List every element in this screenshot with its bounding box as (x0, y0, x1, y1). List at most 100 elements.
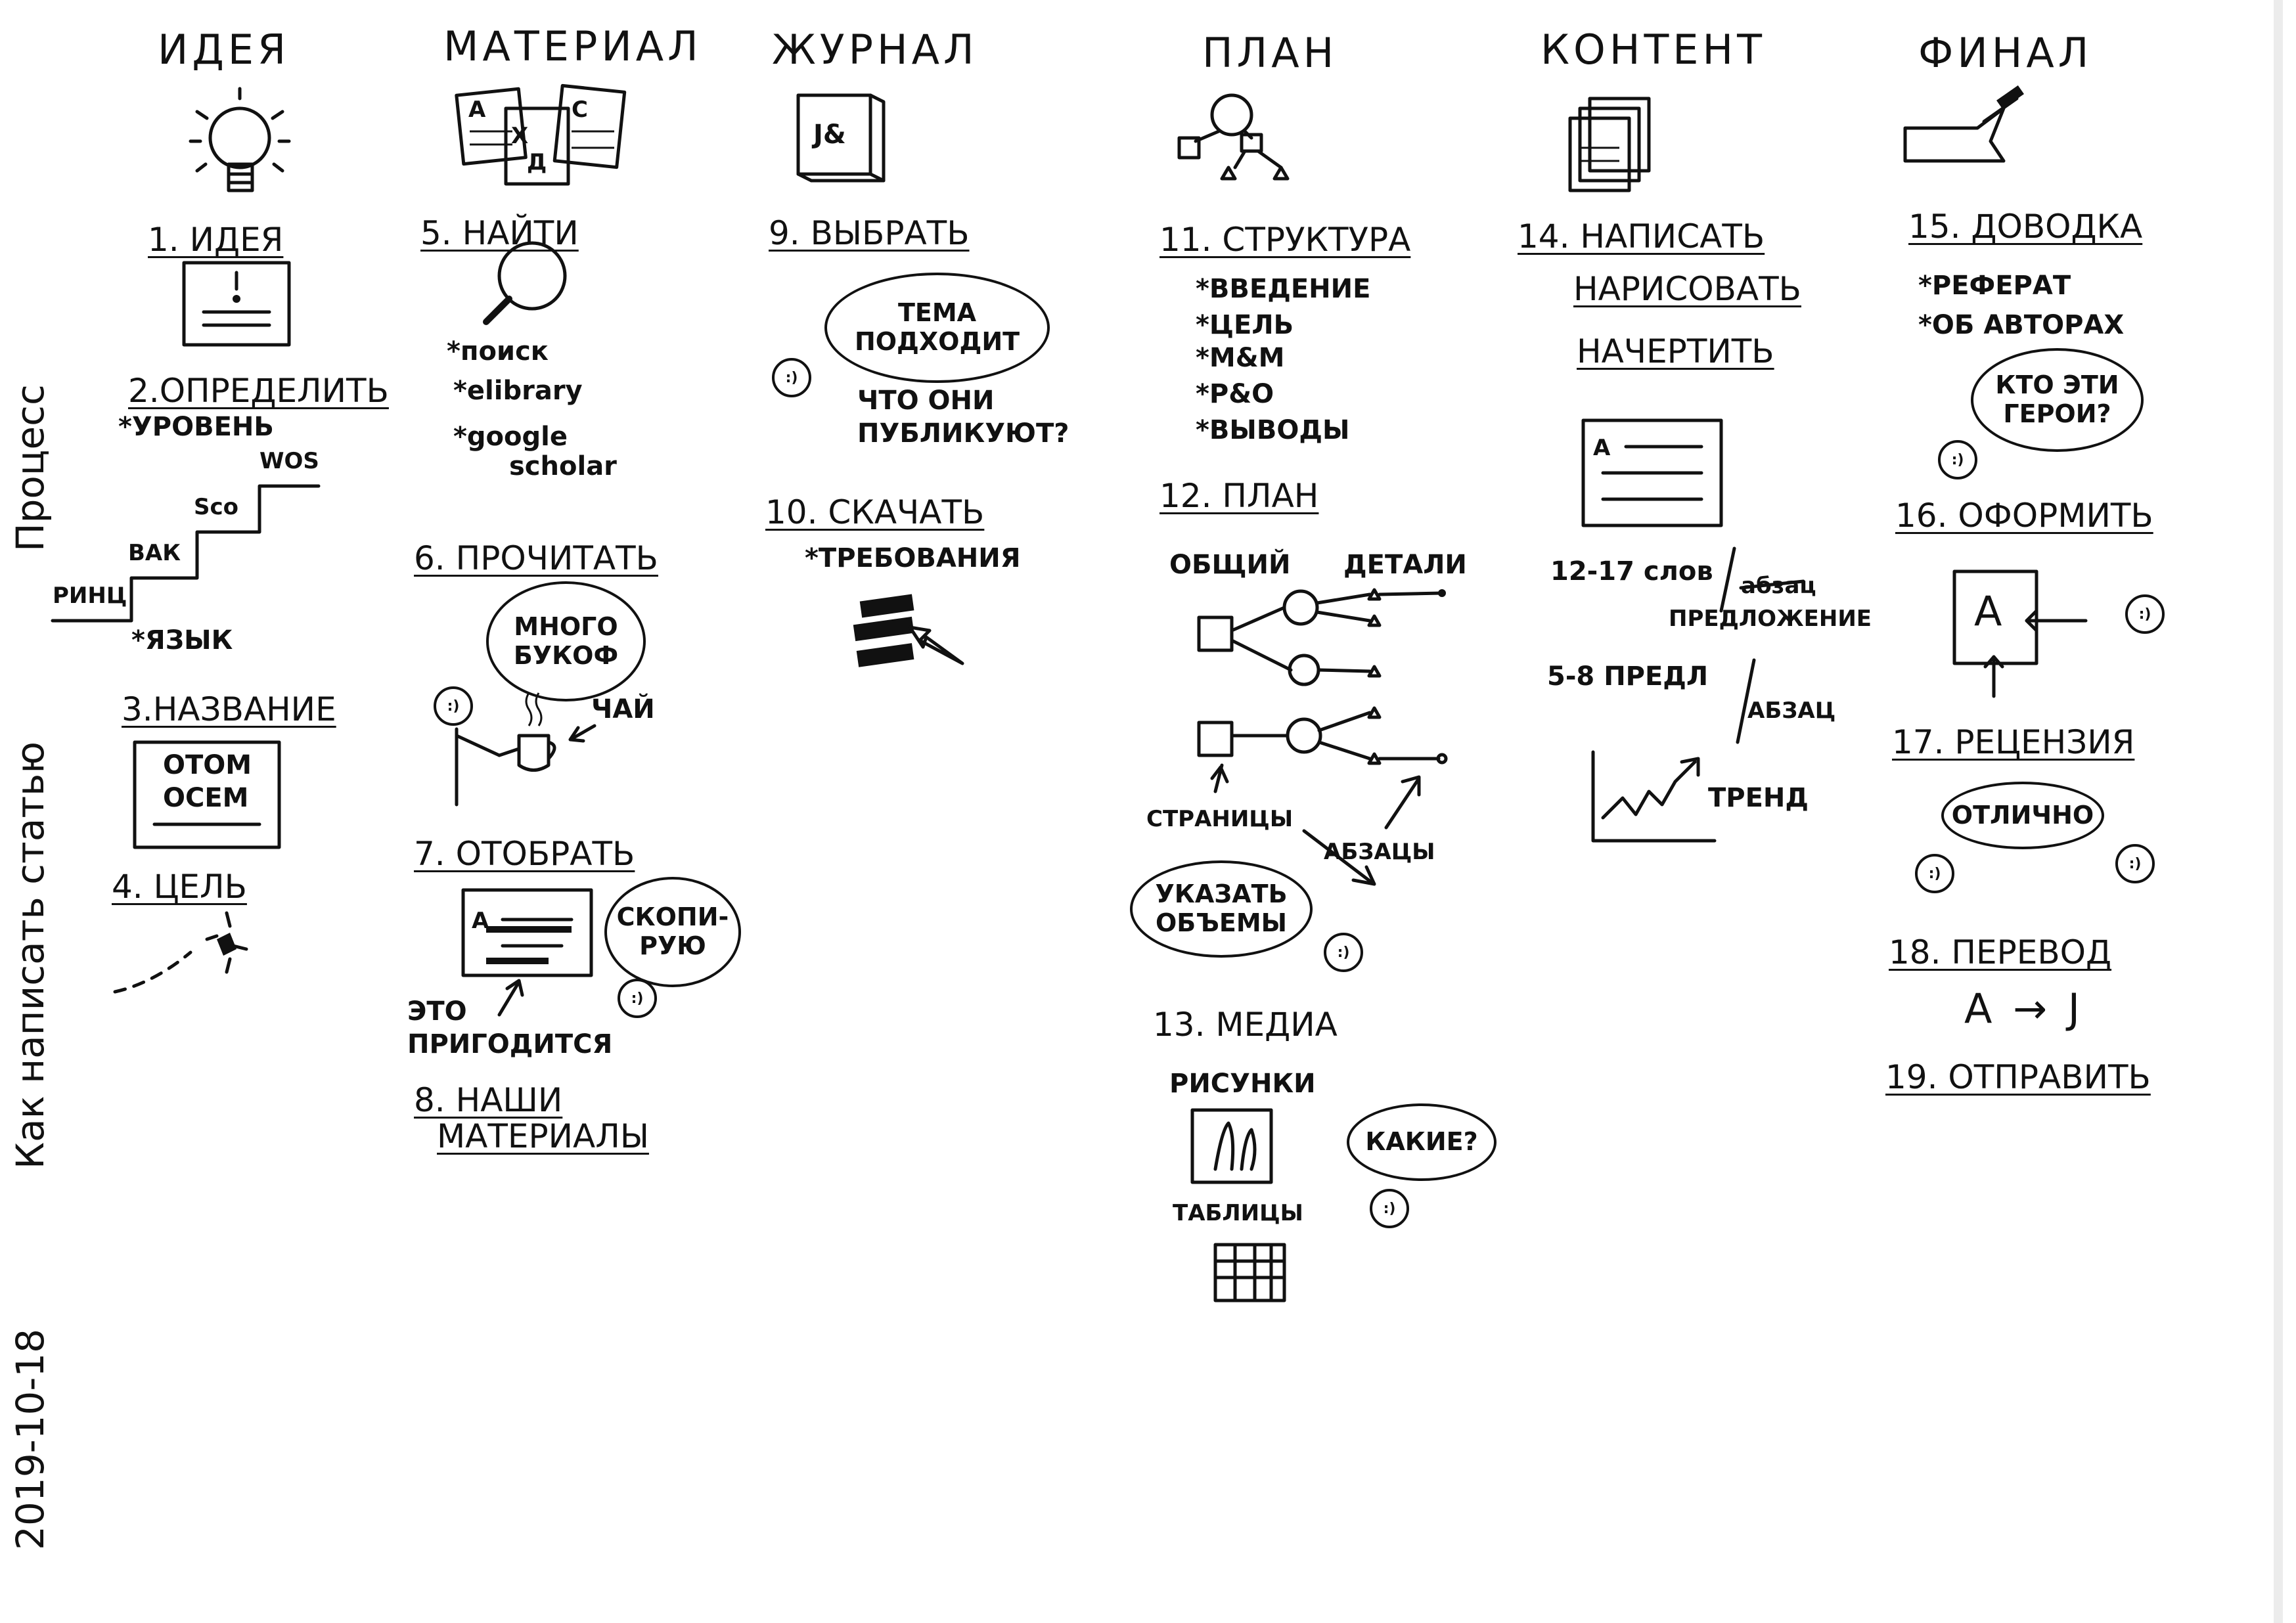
smiley-face-icon-7: :) (2125, 594, 2165, 634)
finishing-item-authors: *ОБ АВТОРАХ (1918, 310, 2125, 340)
documents-icon (455, 83, 627, 186)
smiley-face-icon-3: :) (772, 358, 811, 397)
sentence-label: ПРЕДЛОЖЕНИЕ (1669, 606, 1872, 632)
doc-letter-x: X (511, 123, 529, 149)
content-documents-icon (1568, 97, 1651, 192)
trend-label: ТРЕНД (1708, 783, 1809, 813)
picture-icon (1190, 1108, 1273, 1184)
requirements-item: *ТРЕБОВАНИЯ (805, 543, 1021, 573)
column-title-plan: ПЛАН (1202, 29, 1338, 77)
table-icon (1213, 1243, 1286, 1302)
step-1-idea: 1. ИДЕЯ (148, 221, 284, 259)
step-19-send: 19. ОТПРАВИТЬ (1885, 1058, 2151, 1096)
step-17-review: 17. РЕЦЕНЗИЯ (1892, 723, 2135, 761)
step-4-goal: 4. ЦЕЛЬ (112, 868, 247, 906)
smiley-face-icon-5: :) (1370, 1189, 1409, 1228)
structure-item-goal: *ЦЕЛЬ (1196, 310, 1294, 340)
step-12-plan: 12. ПЛАН (1159, 477, 1319, 515)
sentences-per-paragraph: 5-8 ПРЕДЛ (1547, 661, 1709, 692)
structure-item-mm: *M&M (1196, 343, 1285, 373)
title-box-line-2: ОСЕМ (163, 783, 249, 813)
page-edge (2274, 0, 2283, 1623)
step-14-sketch: НАЧЕРТИТЬ (1577, 332, 1774, 370)
selected-document-icon (461, 888, 593, 1017)
column-title-journal: ЖУРНАЛ (772, 26, 978, 74)
idea-screen-icon (182, 261, 291, 347)
tea-label: ЧАЙ (591, 694, 655, 724)
find-item-scholar: scholar (509, 451, 617, 481)
doc-letter-d: Д (527, 149, 547, 175)
structure-item-ro: *P&O (1196, 379, 1274, 409)
step-15-finishing: 15. ДОВОДКА (1908, 208, 2143, 246)
step-5-find: 5. НАЙТИ (420, 214, 579, 252)
title-box-line-1: ОТОМ (163, 750, 252, 780)
step-7-select: 7. ОТОБРАТЬ (414, 835, 635, 873)
column-title-material: МАТЕРИАЛ (443, 22, 702, 70)
smiley-face-icon: :) (434, 686, 473, 726)
speech-bubble-copy: СКОПИ-РУЮ (604, 877, 741, 987)
column-title-content: КОНТЕНТ (1541, 26, 1766, 74)
step-6-read: 6. ПРОЧИТАТЬ (414, 539, 658, 577)
level-wos: WOS (259, 448, 319, 474)
plan-general-label: ОБЩИЙ (1169, 550, 1291, 580)
step-11-structure: 11. СТРУКТУРА (1159, 221, 1411, 259)
selected-doc-letter: A (472, 908, 489, 934)
find-item-search: *поиск (447, 336, 549, 367)
smiley-face-icon-6: :) (1938, 440, 1977, 479)
lightbulb-icon (189, 87, 291, 192)
step-18-translate: 18. ПЕРЕВОД (1889, 933, 2112, 971)
speech-bubble-which: КАКИЕ? (1347, 1103, 1497, 1181)
plan-tree-2 (1197, 706, 1448, 886)
find-item-elibrary: *elibrary (453, 376, 583, 406)
reading-person-icon (455, 727, 521, 807)
format-letter: A (1974, 587, 2006, 635)
format-box-icon (1952, 569, 2088, 698)
step-2-define: 2.ОПРЕДЕЛИТЬ (128, 372, 389, 410)
paragraphs-label: АБЗАЦЫ (1324, 839, 1435, 865)
translate-arrow: A → J (1964, 985, 2084, 1033)
level-scopus: Sco (194, 494, 238, 520)
find-item-google: *google (453, 422, 568, 452)
step-9-choose: 9. ВЫБРАТЬ (769, 214, 970, 252)
speech-bubble-excellent: ОТЛИЧНО (1941, 782, 2104, 849)
pictures-label: РИСУНКИ (1169, 1069, 1316, 1099)
step-13-media: 13. МЕДИА (1153, 1006, 1338, 1044)
step-2-item-language: *ЯЗЫК (131, 625, 233, 656)
step-8-our-materials-1: 8. НАШИ (414, 1081, 563, 1119)
tables-label: ТАБЛИЦЫ (1173, 1200, 1303, 1226)
structure-item-conclusions: *ВЫВОДЫ (1196, 415, 1350, 445)
download-icon (853, 594, 964, 667)
content-document-icon (1581, 418, 1723, 527)
smiley-face-icon-2: :) (618, 979, 657, 1018)
journal-note-line-1: ЧТО ОНИ (857, 386, 995, 416)
step-8-our-materials-2: МАТЕРИАЛЫ (437, 1117, 649, 1155)
level-vak: ВАК (128, 540, 181, 566)
magnifier-icon (483, 241, 567, 325)
step-16-format: 16. ОФОРМИТЬ (1895, 497, 2153, 535)
step-14-write: 14. НАПИСАТЬ (1518, 217, 1765, 256)
step-14-draw: НАРИСОВАТЬ (1573, 270, 1801, 308)
column-title-idea: ИДЕЯ (158, 26, 290, 74)
tea-cup-icon (517, 692, 597, 772)
plan-details-label: ДЕТАЛИ (1343, 550, 1467, 580)
level-rinc: РИНЦ (53, 583, 127, 609)
journal-book-icon (796, 93, 886, 183)
struck-paragraph: абзац (1741, 573, 1816, 599)
useful-note-line-1: ЭТО (407, 996, 467, 1027)
smiley-face-icon-4: :) (1324, 933, 1363, 972)
smiley-face-icon-8: :) (1915, 854, 1954, 893)
step-2-item-level: *УРОВЕНЬ (118, 412, 274, 442)
finishing-item-abstract: *РЕФЕРАТ (1918, 271, 2071, 301)
column-title-final: ФИНАЛ (1918, 29, 2093, 77)
words-per-sentence: 12-17 слов (1550, 556, 1713, 587)
content-doc-letter: A (1593, 435, 1611, 461)
journal-note-line-2: ПУБЛИКУЮТ? (857, 418, 1069, 449)
strike-line (1739, 579, 1805, 590)
plan-network-icon (1177, 93, 1290, 181)
step-3-title: 3.НАЗВАНИЕ (122, 690, 336, 728)
